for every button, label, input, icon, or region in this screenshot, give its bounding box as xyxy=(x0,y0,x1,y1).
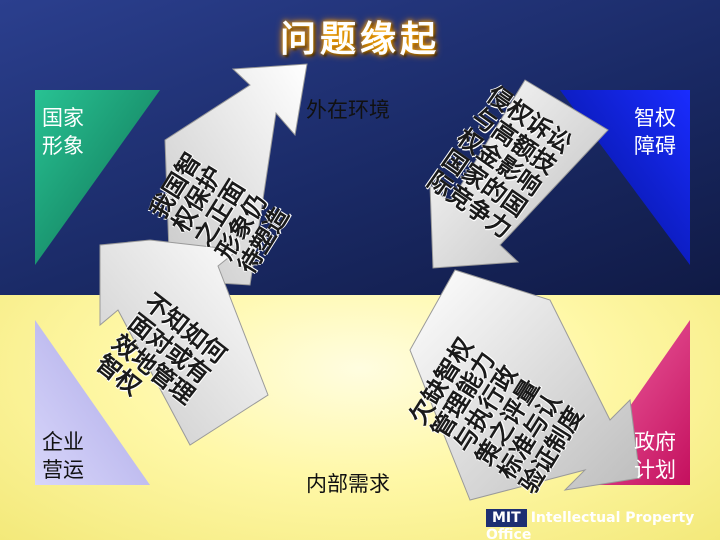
corner-text-line: 国家 xyxy=(42,106,84,130)
external-environment-label: 外在环境 xyxy=(306,98,390,122)
lavender-triangle xyxy=(35,320,150,485)
corner-text-line: 形象 xyxy=(42,134,84,158)
arrow-bottom-right xyxy=(409,269,641,501)
corner-text-line: 企业 xyxy=(42,430,84,454)
corner-text-line: 营运 xyxy=(42,458,84,482)
corner-text-line: 计划 xyxy=(634,458,676,482)
corner-text-line: 智权 xyxy=(634,106,676,130)
page-title: 问题缘起 xyxy=(279,19,440,60)
green-triangle xyxy=(35,90,160,265)
arrow-bottom-left xyxy=(99,239,269,446)
footer-logo: MIT xyxy=(486,509,527,527)
arrow-top-right xyxy=(429,79,609,269)
corner-top-left: 国家 形象 xyxy=(42,104,84,160)
corner-bottom-right: 政府 计划 xyxy=(634,428,676,484)
corner-text-line: 障碍 xyxy=(634,134,676,158)
corner-bottom-left: 企业 营运 xyxy=(42,428,84,484)
corner-top-right: 智权 障碍 xyxy=(634,104,676,160)
corner-text-line: 政府 xyxy=(634,430,676,454)
footer-text: Intellectual Property Office xyxy=(486,510,695,543)
internal-needs-label: 内部需求 xyxy=(306,472,390,496)
